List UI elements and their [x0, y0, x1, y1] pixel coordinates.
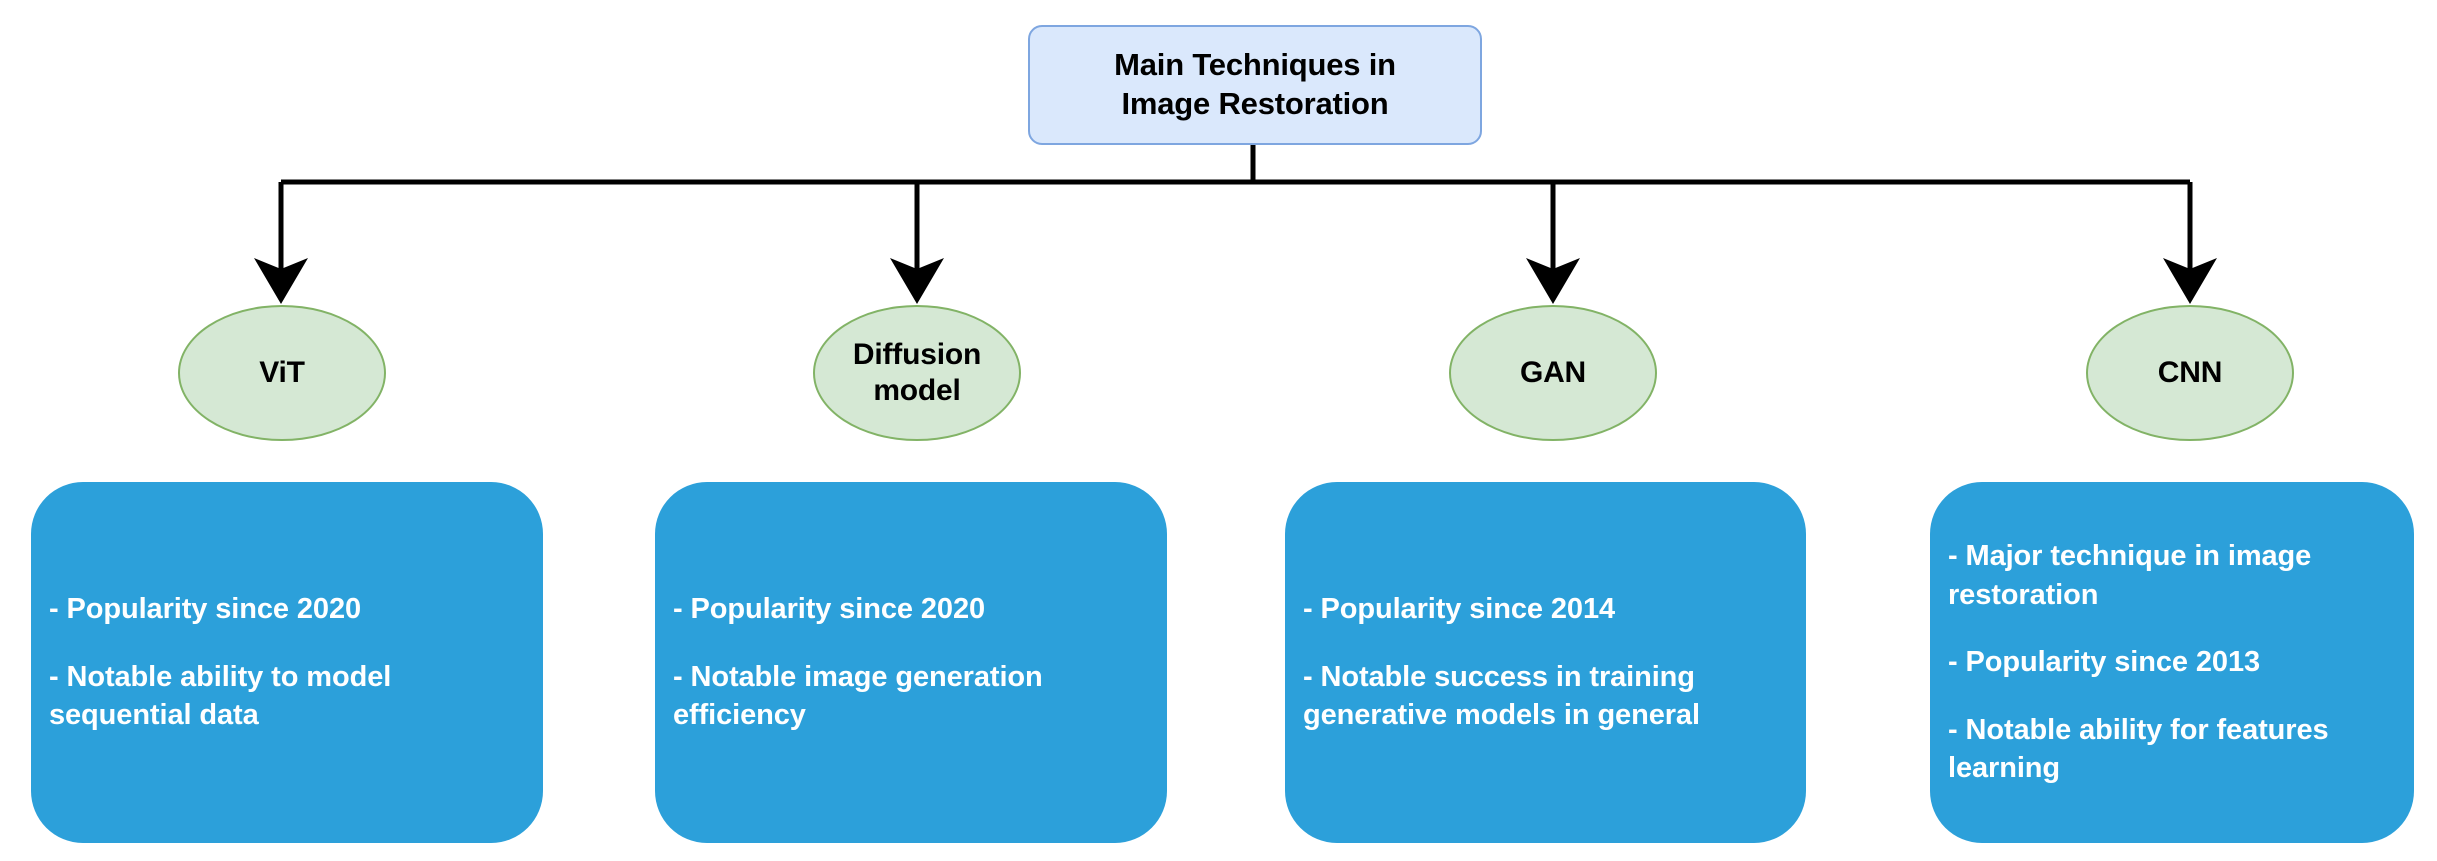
detail-box-vit[interactable]: - Popularity since 2020 - Notable abilit…	[31, 482, 543, 843]
detail-line: - Popularity since 2014	[1303, 593, 1615, 626]
detail-line: - Popularity since 2020	[49, 593, 361, 626]
detail-line: - Popularity since 2020	[673, 593, 985, 626]
detail-line: - Notable success in training generative…	[1303, 660, 1700, 732]
ellipse-label-vit: ViT	[259, 356, 305, 389]
ellipse-node-cnn[interactable]: CNN	[2086, 305, 2294, 441]
detail-line: - Notable image generation efficiency	[673, 660, 1043, 732]
detail-line: - Major technique in image restoration	[1948, 540, 2312, 611]
detail-box-cnn[interactable]: - Major technique in image restoration -…	[1930, 482, 2414, 843]
detail-line: - Notable ability for features learning	[1948, 713, 2329, 785]
detail-line: - Popularity since 2013	[1948, 646, 2260, 679]
detail-box-diffusion-model[interactable]: - Popularity since 2020 - Notable image …	[655, 482, 1167, 843]
ellipse-node-diffusion-model[interactable]: Diffusion model	[813, 305, 1021, 441]
ellipse-label-gan: GAN	[1519, 356, 1587, 389]
ellipse-node-vit[interactable]: ViT	[178, 305, 386, 441]
root-node[interactable]: Main Techniques in Image Restoration	[1028, 25, 1482, 145]
root-node-label: Main Techniques in Image Restoration	[1114, 47, 1396, 121]
ellipse-node-gan[interactable]: GAN	[1449, 305, 1657, 441]
ellipse-label-diffusion-model: Diffusion model	[852, 338, 982, 407]
detail-line: - Notable ability to model sequential da…	[49, 660, 392, 732]
detail-box-gan[interactable]: - Popularity since 2014 - Notable succes…	[1285, 482, 1806, 843]
ellipse-label-cnn: CNN	[2157, 356, 2223, 389]
